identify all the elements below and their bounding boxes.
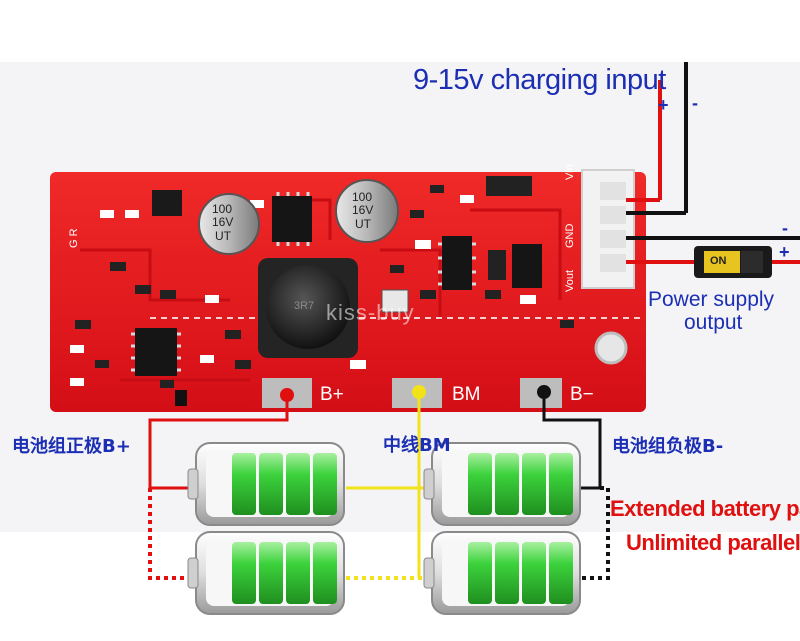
cap1-brand: UT (215, 229, 231, 243)
battery-cell (259, 453, 283, 515)
battery-top-right (423, 442, 581, 526)
output-plus-label: + (779, 242, 790, 262)
battery-cell (232, 453, 256, 515)
battery-cell (259, 542, 283, 604)
battery-cell (313, 542, 337, 604)
led-label: G R (68, 228, 80, 248)
power-switch[interactable] (694, 246, 772, 278)
input-plus-label: + (658, 95, 669, 115)
inductor (258, 258, 358, 358)
mounting-hole (594, 331, 628, 365)
wire-b-minus (537, 385, 610, 580)
ic-pins (131, 192, 476, 372)
battery-cell (549, 453, 573, 515)
battery-negative-label: 电池组负极B- (612, 436, 724, 457)
connector-vin-label: Vin (564, 164, 576, 180)
switch-on-label: ON (710, 255, 727, 267)
b-minus-pad-label: B− (570, 384, 594, 405)
smd-components (70, 185, 574, 406)
output-connector (581, 169, 635, 289)
charging-input-label: 9-15v charging input (413, 64, 666, 96)
inductor-label: 3R7 (294, 300, 315, 312)
input-minus-label: - (692, 93, 698, 113)
bm-pad-label: BM (452, 384, 481, 405)
battery-cell (232, 542, 256, 604)
cap1-value: 100 (212, 202, 233, 216)
battery-bottom-left (187, 531, 345, 615)
power-supply-label: Power supply (648, 288, 775, 311)
battery-cell (468, 453, 492, 515)
battery-middle-label: 中线BM (383, 435, 451, 456)
battery-cell (468, 542, 492, 604)
battery-positive-label: 电池组正极B+ (12, 436, 131, 457)
output-minus-label: - (782, 218, 788, 238)
unlimited-parallel-label: Unlimited parallel (626, 530, 800, 555)
battery-cell (522, 453, 546, 515)
cap1-voltage: 16V (212, 215, 234, 229)
cap2-brand: UT (355, 217, 371, 231)
battery-cell (286, 542, 310, 604)
cap2-voltage: 16V (352, 203, 374, 217)
battery-cell (522, 542, 546, 604)
watermark-text: kiss-buy (326, 300, 415, 325)
battery-cell (495, 453, 519, 515)
connector-gnd-label: GND (564, 223, 576, 248)
battery-pack (187, 442, 581, 615)
battery-top-left (187, 442, 345, 526)
extended-pack-label: Extended battery pack (610, 496, 800, 521)
capacitor-right (335, 179, 399, 243)
battery-cell (549, 542, 573, 604)
wire-bm (346, 385, 436, 580)
battery-cell (495, 542, 519, 604)
battery-cell (313, 453, 337, 515)
ic-chips (135, 176, 542, 376)
wire-b-plus (148, 388, 294, 580)
cap2-value: 100 (352, 190, 373, 204)
battery-bottom-right (423, 531, 581, 615)
capacitor-left (198, 193, 260, 255)
battery-cell (286, 453, 310, 515)
b-plus-pad-label: B+ (320, 384, 344, 405)
output-label: output (684, 311, 743, 334)
connector-vout-label: Vout (564, 269, 576, 292)
